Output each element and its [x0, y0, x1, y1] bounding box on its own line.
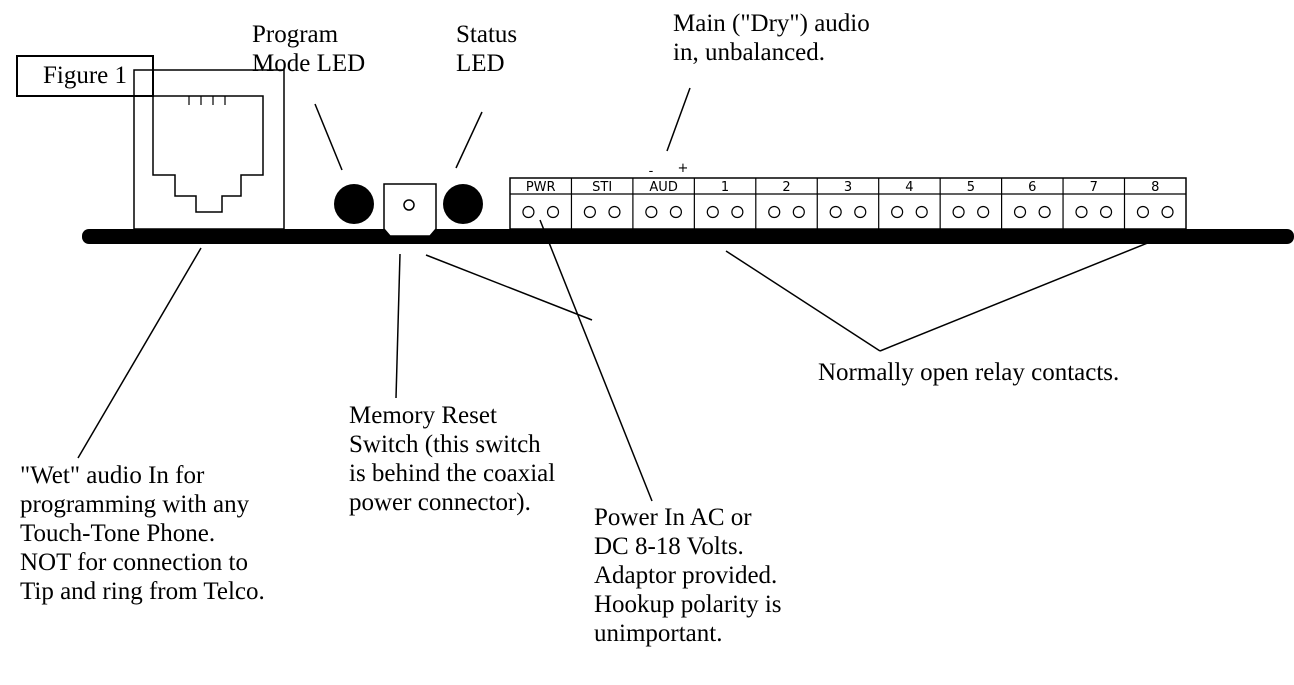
callout-line: in, unbalanced.	[673, 39, 826, 66]
callout-line: Switch (this switch	[349, 431, 541, 458]
memory-reset-callout: Memory Reset Switch (this switch is behi…	[349, 401, 555, 517]
terminal-screw	[792, 205, 805, 219]
terminal-label: 2	[782, 180, 790, 195]
terminal-label: AUD	[649, 180, 677, 195]
leader-lines	[77, 87, 1151, 502]
callout-line: Memory Reset	[349, 402, 497, 429]
callout-line: programming with any	[20, 491, 250, 518]
terminal-screw	[645, 205, 658, 219]
terminal-label: 7	[1090, 180, 1098, 195]
terminal-screw	[583, 205, 596, 219]
terminal-label: STI	[592, 180, 612, 195]
callout-line: Normally open relay contacts.	[818, 359, 1120, 386]
terminal-screw	[1161, 205, 1174, 219]
terminal-screw	[522, 205, 535, 219]
callout-line: Power In AC or	[594, 504, 752, 531]
terminal-screw	[915, 205, 928, 219]
callout-line: unimportant.	[594, 620, 723, 647]
callout-line: NOT for connection to	[20, 549, 248, 576]
terminal-screw	[1075, 205, 1088, 219]
callout-line: Status	[456, 21, 518, 48]
terminal-screw	[768, 205, 781, 219]
callout-line: power connector).	[349, 489, 531, 516]
callout-line: Touch-Tone Phone.	[20, 520, 216, 547]
callout-line: Program	[252, 21, 339, 48]
terminal-label: 5	[967, 180, 975, 195]
terminal-strip	[509, 177, 1187, 230]
terminal-label: 6	[1028, 180, 1036, 195]
terminal-screw	[854, 205, 867, 219]
wet-audio-callout: "Wet" audio In for programming with any …	[20, 461, 265, 606]
memory-reset-switch	[383, 183, 437, 237]
terminal-screw	[952, 205, 965, 219]
terminal-screw	[829, 205, 842, 219]
terminal-screw	[1136, 205, 1150, 219]
callout-line: is behind the coaxial	[349, 460, 556, 487]
program-mode-led	[334, 184, 374, 224]
program-mode-led-callout: Program Mode LED	[252, 20, 365, 78]
callout-line: LED	[456, 50, 505, 77]
figure-label: Figure 1	[16, 55, 154, 97]
audio-minus-mark: -	[649, 164, 654, 179]
terminal-label: PWR	[526, 180, 556, 195]
status-led-callout: Status LED	[456, 20, 517, 78]
callout-line: Mode LED	[252, 50, 366, 77]
audio-plus-mark: +	[678, 161, 689, 176]
callout-line: Adaptor provided.	[594, 562, 778, 589]
callout-line: Hookup polarity is	[594, 591, 782, 618]
status-led	[443, 184, 483, 224]
callout-line: "Wet" audio In for	[20, 462, 205, 489]
terminal-screw	[731, 205, 744, 219]
callout-line: Main ("Dry") audio	[673, 10, 870, 37]
main-audio-callout: Main ("Dry") audio in, unbalanced.	[673, 9, 870, 67]
terminal-screw	[1013, 205, 1027, 219]
terminal-screw	[1038, 205, 1051, 219]
terminal-screw	[706, 205, 719, 219]
terminal-label: 1	[721, 180, 729, 195]
terminal-screw	[546, 205, 560, 219]
terminal-screw	[608, 205, 621, 219]
terminal-screw	[891, 205, 904, 219]
callout-line: Tip and ring from Telco.	[20, 578, 265, 605]
terminal-screw	[977, 205, 990, 219]
power-in-callout: Power In AC or DC 8-18 Volts. Adaptor pr…	[594, 503, 782, 648]
terminal-label: 4	[905, 180, 913, 195]
terminal-screw	[669, 205, 683, 219]
phone-jack	[133, 69, 285, 230]
relay-contacts-callout: Normally open relay contacts.	[818, 358, 1119, 387]
terminal-label: 3	[844, 180, 852, 195]
board-edge	[82, 229, 1294, 244]
callout-line: DC 8-18 Volts.	[594, 533, 744, 560]
terminal-label: 8	[1151, 180, 1159, 195]
terminal-screw	[1099, 205, 1113, 219]
